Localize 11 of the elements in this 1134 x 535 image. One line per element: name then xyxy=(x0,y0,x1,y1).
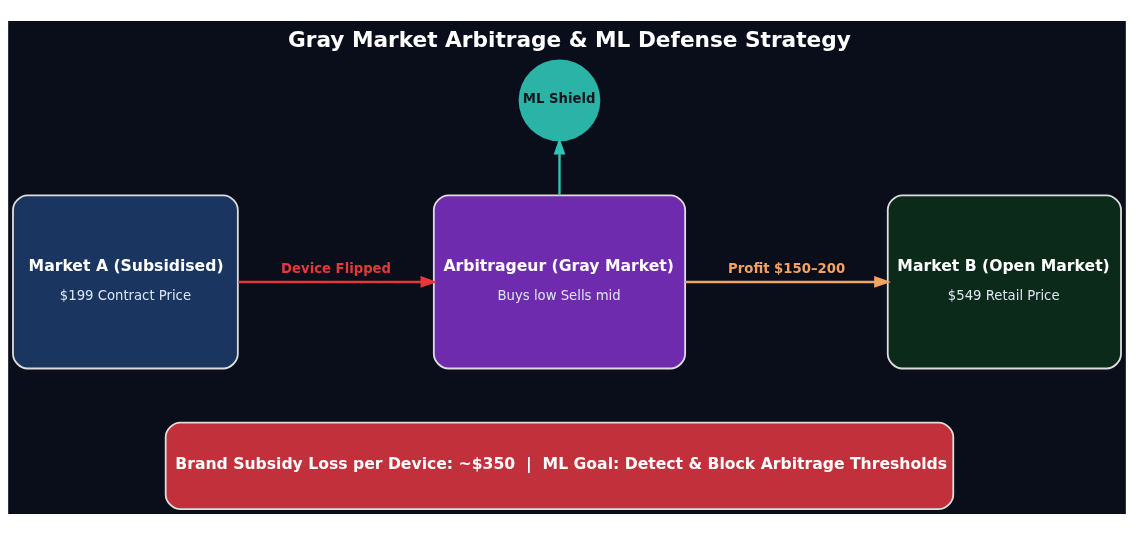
node-box: Brand Subsidy Loss per Device: ~$350 | ML Goal: Detect & Block Arbitrage Thresholds xyxy=(164,421,955,511)
arrow xyxy=(238,276,438,288)
edge-label: Profit $150–200 xyxy=(728,261,846,277)
node-box: Market A (Subsidised) $199 Contract Price xyxy=(12,194,239,370)
diagram-title: Gray Market Arbitrage & ML Defense Strategy xyxy=(288,26,851,52)
arrow xyxy=(685,276,892,288)
edge-label: Device Flipped xyxy=(281,261,392,277)
arrow xyxy=(553,137,566,196)
node-box: Market B (Open Market) $549 Retail Price xyxy=(886,194,1122,370)
node-circle: ML Shield xyxy=(518,59,601,142)
node-box: Arbitrageur (Gray Market) Buys low Sells mid xyxy=(432,194,687,370)
